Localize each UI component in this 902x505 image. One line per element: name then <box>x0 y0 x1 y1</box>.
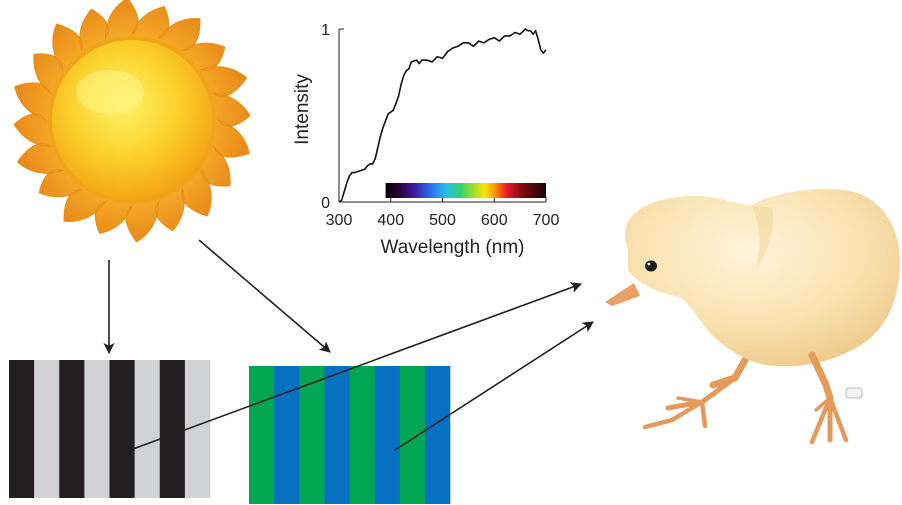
grating-stripe <box>299 366 325 504</box>
x-tick-label: 300 <box>326 212 353 229</box>
y-tick-label: 1 <box>321 22 330 39</box>
grating-stripe <box>134 360 161 498</box>
grating-stripe <box>34 360 60 498</box>
chick-leg-front <box>808 351 849 445</box>
y-axis-label: Intensity <box>292 74 313 145</box>
grating-stripe <box>84 360 110 498</box>
grating-stripe <box>424 366 451 504</box>
chick-eye-highlight <box>647 262 651 266</box>
x-axis-label: Wavelength (nm) <box>381 237 525 258</box>
x-tick-label: 700 <box>533 212 560 229</box>
chick-illustration <box>605 188 900 445</box>
x-tick-label: 400 <box>377 212 404 229</box>
grating-stripe <box>9 360 35 498</box>
chick-body <box>624 188 900 367</box>
grating-stripe <box>399 366 426 504</box>
visible-spectrum-bar <box>385 183 546 198</box>
chick-fluff <box>752 205 773 268</box>
grating-stripe <box>59 360 85 498</box>
chick-eye <box>645 260 657 272</box>
sun-highlight <box>76 70 144 114</box>
grating-stripe <box>159 360 186 498</box>
arrows <box>103 239 594 451</box>
grating-stripe <box>374 366 401 504</box>
y-ticks: 01 <box>321 22 344 212</box>
chick-leg-back <box>642 356 749 430</box>
sun-icon <box>13 0 251 243</box>
grating-stripe <box>249 366 275 504</box>
grating-stripe <box>274 366 300 504</box>
intensity-line <box>338 28 547 203</box>
x-tick-label: 500 <box>429 212 456 229</box>
arrow-achromatic-to-chick <box>132 282 583 450</box>
grating-stripe <box>324 366 350 504</box>
chromatic-grating <box>249 366 451 504</box>
arrow-chromatic-to-chick <box>394 321 594 451</box>
grating-stripe <box>109 360 135 498</box>
leg-band <box>845 387 863 399</box>
sun-core <box>52 40 212 200</box>
grating-stripe <box>349 366 375 504</box>
arrow-sun-to-chromatic <box>198 239 331 353</box>
x-tick-label: 600 <box>481 212 508 229</box>
achromatic-grating <box>9 360 211 498</box>
chick-beak <box>605 283 640 306</box>
y-tick-label: 0 <box>321 195 330 212</box>
